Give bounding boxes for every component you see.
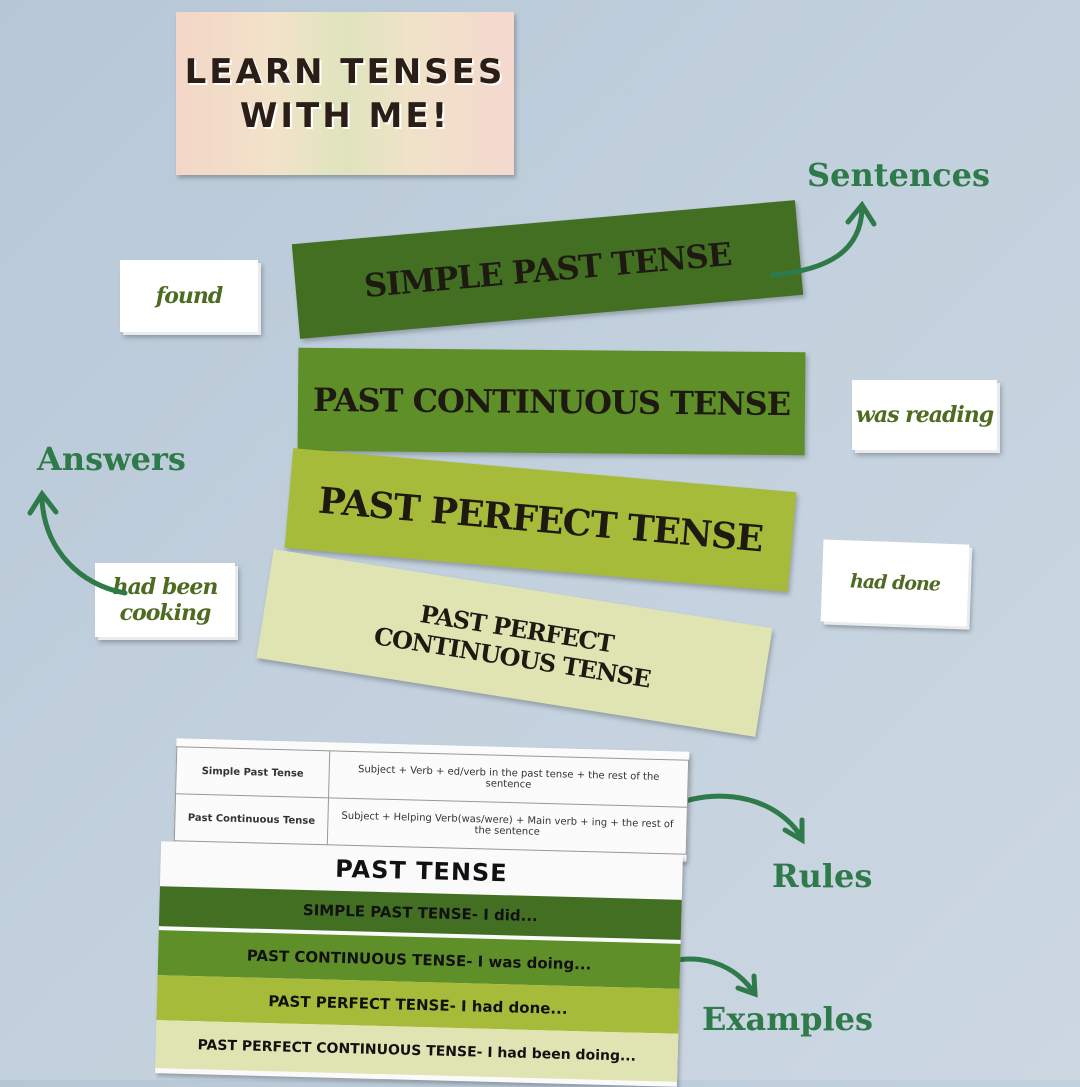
rule-tense: Past Continuous Tense: [174, 793, 329, 845]
title-line-1: LEARN TENSES: [184, 51, 506, 92]
answer-card-had-done: had done: [820, 539, 970, 627]
label-answers: Answers: [37, 440, 186, 478]
answer-card-found: found: [120, 260, 258, 332]
strip-simple-past: SIMPLE PAST TENSE: [291, 200, 804, 339]
strip-label: SIMPLE PAST TENSE: [362, 234, 733, 305]
answer-text: had done: [849, 570, 941, 596]
strip-past-continuous: PAST CONTINUOUS TENSE: [297, 347, 806, 456]
title-line-2: WITH ME!: [239, 95, 451, 136]
answer-text: found: [155, 283, 224, 309]
examples-sheet: PAST TENSE SIMPLE PAST TENSE- I did... P…: [155, 841, 683, 1087]
label-examples: Examples: [702, 1000, 873, 1038]
title-card: LEARN TENSES WITH ME!: [176, 12, 514, 175]
rule-tense: Simple Past Tense: [175, 746, 330, 798]
label-sentences: Sentences: [807, 156, 990, 194]
answer-card-had-been-cooking: had been cooking: [95, 563, 235, 637]
answer-text: had been cooking: [112, 574, 219, 626]
rule-formula: Subject + Helping Verb(was/were) + Main …: [327, 797, 688, 855]
strip-label: PAST PERFECT CONTINUOUS TENSE: [372, 599, 653, 694]
strip-label: PAST PERFECT TENSE: [316, 479, 765, 561]
answer-text: was reading: [855, 402, 994, 428]
label-rules: Rules: [772, 857, 873, 895]
answer-card-was-reading: was reading: [852, 380, 997, 450]
strip-label: PAST CONTINUOUS TENSE: [312, 380, 791, 423]
